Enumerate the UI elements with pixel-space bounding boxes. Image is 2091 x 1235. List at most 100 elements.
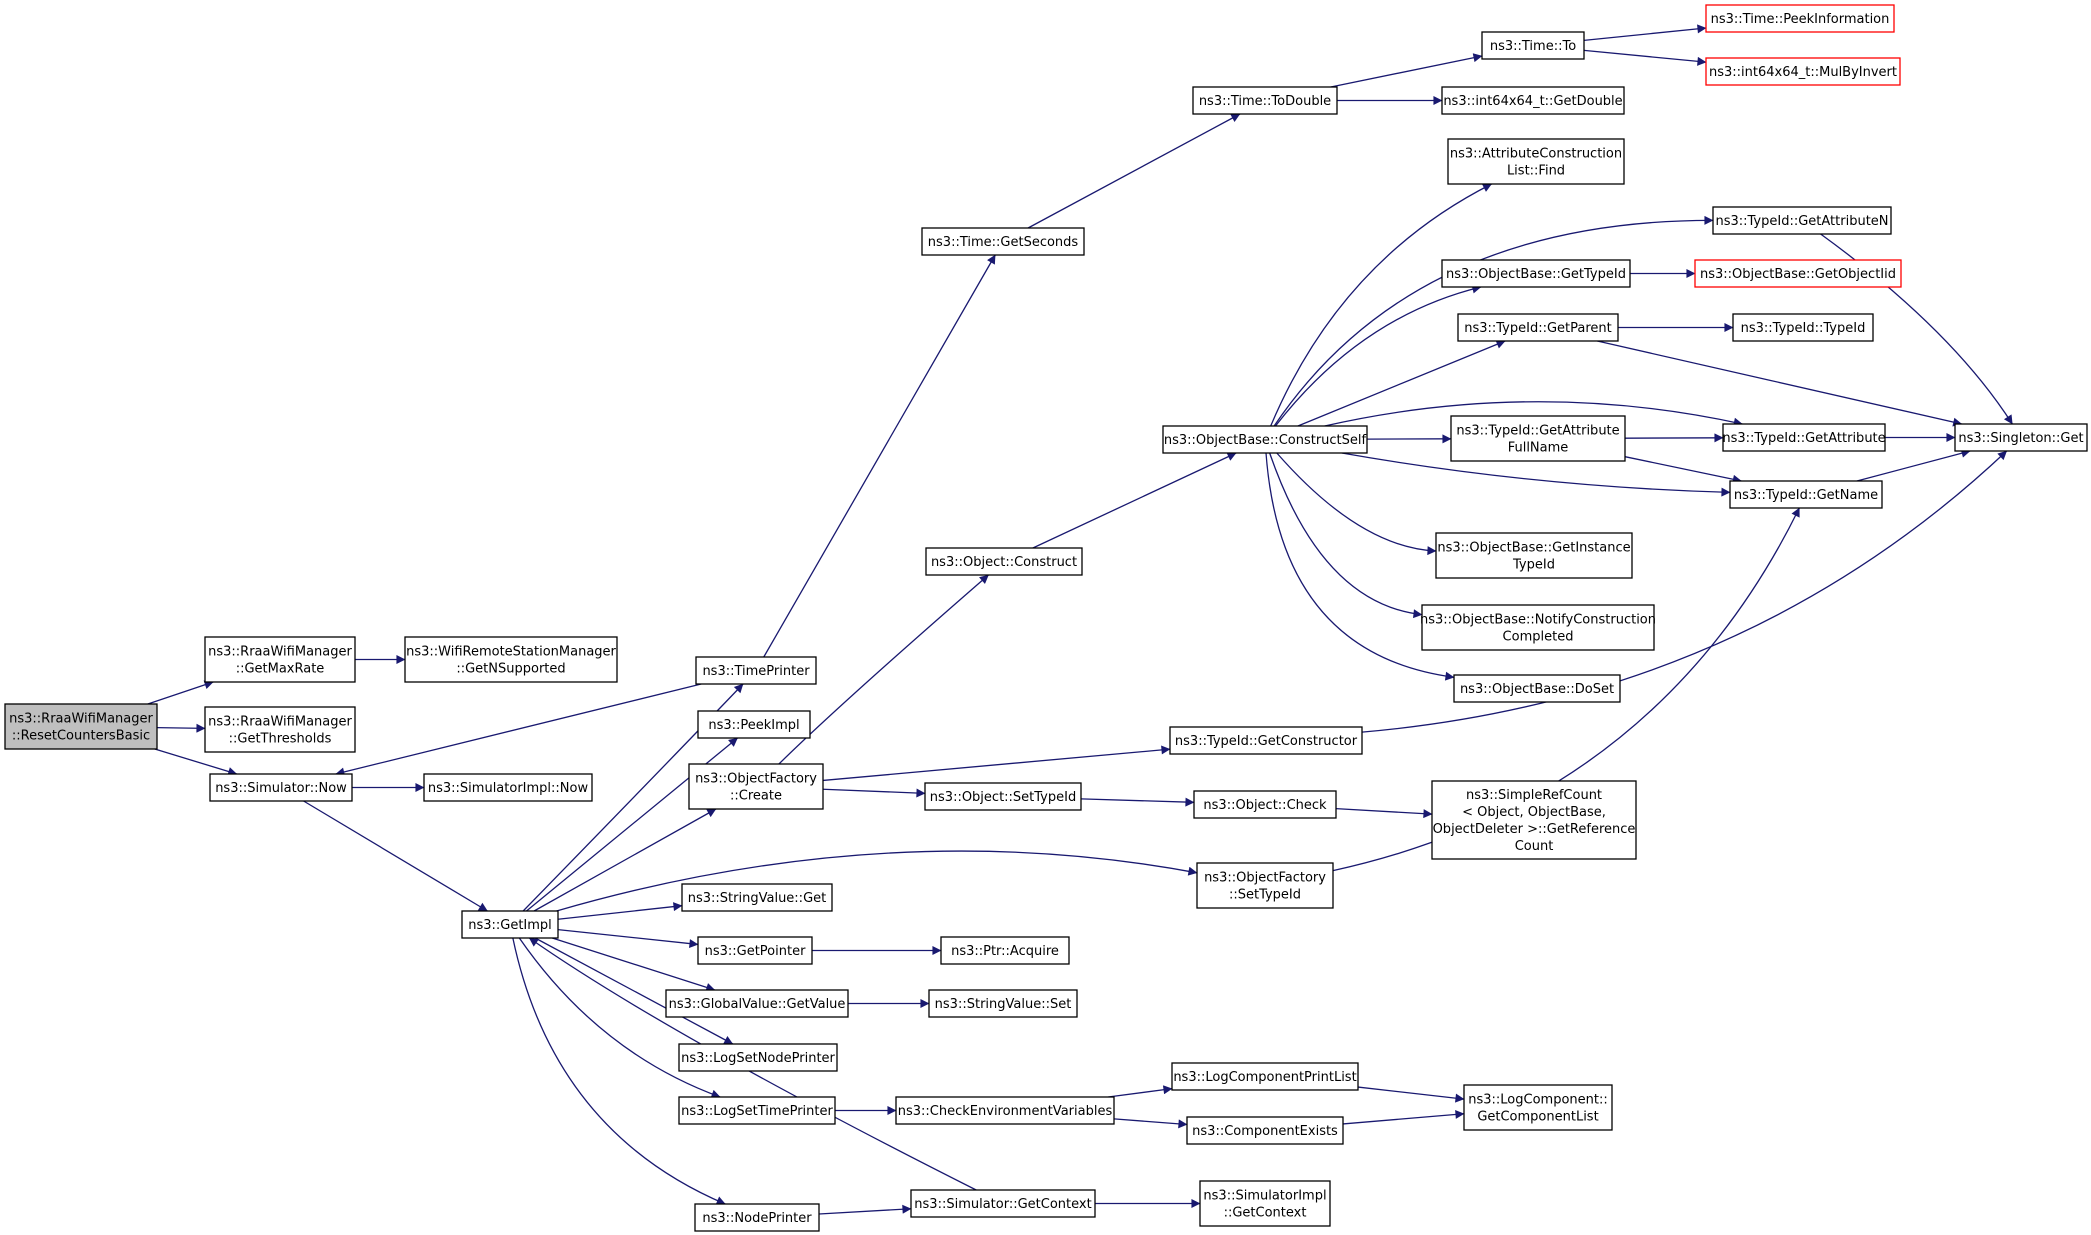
- node-timeprinter[interactable]: ns3::TimePrinter: [695, 656, 817, 685]
- edge-checkenv-to-componentexists: [1113, 1118, 1188, 1129]
- node-nodeprinter[interactable]: ns3::NodePrinter: [694, 1203, 820, 1232]
- node-label: ns3::Time::PeekInformation: [1711, 12, 1890, 27]
- node-label: ObjectDeleter >::GetReference: [1433, 822, 1636, 837]
- node-stringvalueset[interactable]: ns3::StringValue::Set: [928, 989, 1078, 1018]
- node-ptracquire[interactable]: ns3::Ptr::Acquire: [940, 936, 1070, 965]
- node-peekimpl[interactable]: ns3::PeekImpl: [697, 710, 811, 739]
- node-logsetnode[interactable]: ns3::LogSetNodePrinter: [678, 1043, 838, 1072]
- edge-objconstruct-to-constructself: [1032, 452, 1237, 549]
- node-label: ns3::Simulator::Now: [215, 781, 347, 796]
- node-checkenv[interactable]: ns3::CheckEnvironmentVariables: [895, 1096, 1115, 1125]
- node-label: ns3::Time::GetSeconds: [928, 235, 1079, 250]
- node-box: [694, 1203, 820, 1232]
- edge-getimpl-to-globalvalue: [552, 937, 716, 992]
- node-reset[interactable]: ns3::RraaWifiManager::ResetCountersBasic: [4, 703, 158, 750]
- node-doset[interactable]: ns3::ObjectBase::DoSet: [1453, 674, 1621, 703]
- node-box: [1421, 604, 1655, 651]
- node-box: [678, 1043, 838, 1072]
- node-typeidtypeid[interactable]: ns3::TypeId::TypeId: [1732, 313, 1874, 342]
- node-box: [924, 782, 1082, 811]
- edge-constructself-to-doset: [1265, 452, 1455, 681]
- node-label: ns3::RraaWifiManager: [9, 712, 153, 727]
- edge-logcompprintlist-to-logcomponent: [1357, 1086, 1465, 1103]
- node-getnsupported[interactable]: ns3::WifiRemoteStationManager::GetNSuppo…: [404, 636, 618, 683]
- edge-getimpl-to-stringvalueget: [557, 902, 683, 920]
- node-label: ns3::GetPointer: [705, 944, 806, 959]
- node-ofsettypeid[interactable]: ns3::ObjectFactory::SetTypeId: [1196, 862, 1334, 909]
- node-label: GetComponentList: [1477, 1110, 1598, 1125]
- node-simimplgetcontext[interactable]: ns3::SimulatorImpl::GetContext: [1199, 1180, 1331, 1227]
- node-box: [1196, 862, 1334, 909]
- node-mulbyinvert[interactable]: ns3::int64x64_t::MulByInvert: [1705, 57, 1901, 86]
- edge-getseconds-to-todouble: [1027, 113, 1241, 229]
- node-label: FullName: [1508, 441, 1569, 456]
- node-box: [1450, 415, 1626, 462]
- node-simgetcontext[interactable]: ns3::Simulator::GetContext: [910, 1189, 1096, 1218]
- node-getname[interactable]: ns3::TypeId::GetName: [1729, 480, 1883, 509]
- node-label: ns3::GetImpl: [468, 918, 552, 933]
- node-label: < Object, ObjectBase,: [1462, 805, 1606, 820]
- node-getmaxrate[interactable]: ns3::RraaWifiManager::GetMaxRate: [204, 636, 356, 683]
- node-box: [1193, 790, 1337, 819]
- node-getpointer[interactable]: ns3::GetPointer: [697, 936, 813, 965]
- edge-constructself-to-getattribute: [1324, 401, 1743, 427]
- node-getattributen[interactable]: ns3::TypeId::GetAttributeN: [1712, 206, 1892, 235]
- node-box: [910, 1189, 1096, 1218]
- node-globalvalue[interactable]: ns3::GlobalValue::GetValue: [665, 989, 849, 1018]
- node-label: ns3::Time::To: [1490, 39, 1576, 54]
- node-getthresholds[interactable]: ns3::RraaWifiManager::GetThresholds: [204, 706, 356, 753]
- node-getattribute[interactable]: ns3::TypeId::GetAttribute: [1722, 423, 1886, 452]
- edge-reset-to-getmaxrate: [147, 680, 214, 705]
- edge-ofcreate-to-objsettypeid: [822, 788, 926, 798]
- node-label: ns3::TypeId::GetAttribute: [1456, 424, 1619, 439]
- node-box: [1712, 206, 1892, 235]
- node-simnow[interactable]: ns3::Simulator::Now: [209, 773, 353, 802]
- node-box: [404, 636, 618, 683]
- node-logcompprintlist[interactable]: ns3::LogComponentPrintList: [1171, 1062, 1359, 1091]
- node-getobjectiid[interactable]: ns3::ObjectBase::GetObjectIid: [1694, 259, 1902, 288]
- node-logsettime[interactable]: ns3::LogSetTimePrinter: [678, 1096, 836, 1125]
- node-label: ns3::ObjectFactory: [1204, 871, 1326, 886]
- edge-checkenv-to-logcompprintlist: [1108, 1085, 1173, 1098]
- node-constructself[interactable]: ns3::ObjectBase::ConstructSelf: [1162, 425, 1368, 454]
- node-objsettypeid[interactable]: ns3::Object::SetTypeId: [924, 782, 1082, 811]
- node-box: [1457, 313, 1619, 342]
- node-simimplnow[interactable]: ns3::SimulatorImpl::Now: [423, 773, 593, 802]
- node-box: [921, 227, 1085, 256]
- node-label: ::SetTypeId: [1229, 888, 1301, 903]
- node-label: ns3::RraaWifiManager: [208, 645, 352, 660]
- node-getconstructor[interactable]: ns3::TypeId::GetConstructor: [1169, 726, 1363, 755]
- node-label: ::GetNSupported: [456, 662, 565, 677]
- node-getimpl[interactable]: ns3::GetImpl: [461, 910, 559, 939]
- node-notifyconstruction[interactable]: ns3::ObjectBase::NotifyConstructionCompl…: [1420, 604, 1656, 651]
- node-label: ns3::SimulatorImpl::Now: [428, 781, 589, 796]
- node-box: [1199, 1180, 1331, 1227]
- node-label: ns3::ObjectFactory: [695, 772, 817, 787]
- node-objcheck[interactable]: ns3::Object::Check: [1193, 790, 1337, 819]
- node-getseconds[interactable]: ns3::Time::GetSeconds: [921, 227, 1085, 256]
- node-label: ns3::LogComponentPrintList: [1173, 1070, 1356, 1085]
- node-obgettypeid[interactable]: ns3::ObjectBase::GetTypeId: [1441, 259, 1631, 288]
- node-label: ns3::ObjectBase::GetTypeId: [1446, 267, 1626, 282]
- node-getdouble[interactable]: ns3::int64x64_t::GetDouble: [1441, 86, 1625, 115]
- node-box: [1732, 313, 1874, 342]
- node-logcomponent[interactable]: ns3::LogComponent::GetComponentList: [1463, 1084, 1613, 1131]
- node-objconstruct[interactable]: ns3::Object::Construct: [925, 547, 1083, 576]
- node-timeto[interactable]: ns3::Time::To: [1481, 31, 1585, 60]
- node-todouble[interactable]: ns3::Time::ToDouble: [1192, 86, 1338, 115]
- node-box: [204, 636, 356, 683]
- node-peekinfo[interactable]: ns3::Time::PeekInformation: [1705, 4, 1895, 33]
- node-getparent[interactable]: ns3::TypeId::GetParent: [1457, 313, 1619, 342]
- node-stringvalueget[interactable]: ns3::StringValue::Get: [681, 883, 833, 912]
- node-label: ns3::TypeId::GetName: [1734, 488, 1878, 503]
- node-box: [1171, 1062, 1359, 1091]
- node-componentexists[interactable]: ns3::ComponentExists: [1186, 1116, 1344, 1145]
- node-simplerefcount[interactable]: ns3::SimpleRefCount< Object, ObjectBase,…: [1431, 780, 1637, 860]
- node-ofcreate[interactable]: ns3::ObjectFactory::Create: [688, 763, 824, 810]
- node-singletonget[interactable]: ns3::Singleton::Get: [1954, 423, 2088, 452]
- node-label: ns3::StringValue::Get: [688, 891, 826, 906]
